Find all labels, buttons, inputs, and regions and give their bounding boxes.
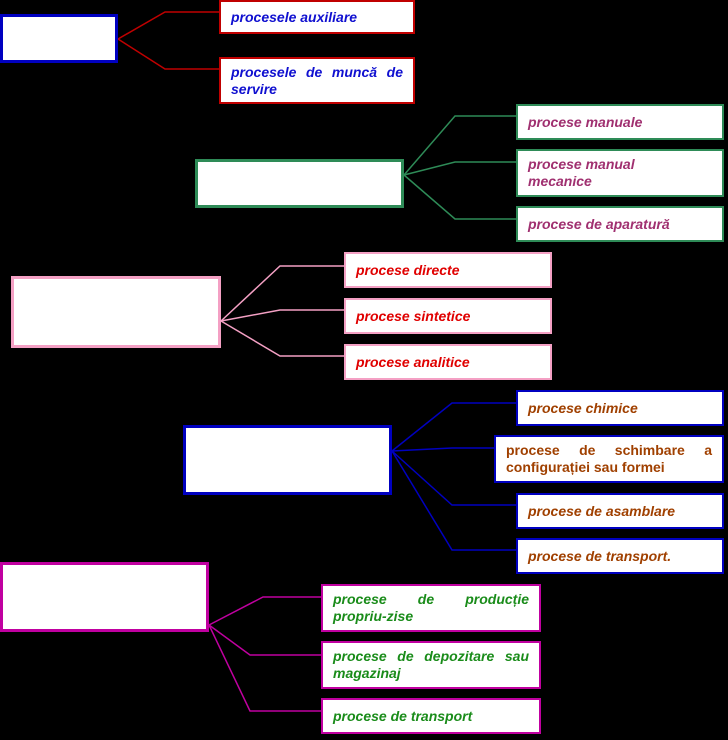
group-3-item-2-label: procese sintetice [356, 307, 471, 324]
group-5-item-3-label: procese de transport [333, 707, 473, 724]
group-2-item-2: procese manual mecanice [516, 149, 724, 197]
connector-group-4-item-4 [391, 450, 516, 551]
group-4-item-1-label: procese chimice [528, 399, 638, 416]
group-3-box [11, 276, 221, 348]
connector-group-1-item-2 [117, 38, 219, 70]
group-1-item-2: procesele de muncă de servire [219, 57, 415, 104]
group-1-item-2-label: procesele de muncă de servire [231, 63, 403, 97]
group-5-box [0, 562, 209, 632]
connector-group-5-item-2 [208, 624, 321, 656]
group-4-item-2-label: procese de schimbare a configurației sau… [506, 442, 712, 475]
connector-group-3-item-3 [220, 320, 344, 357]
group-1-box [0, 14, 118, 63]
group-2-item-1: procese manuale [516, 104, 724, 140]
connector-group-3-item-1 [220, 265, 344, 322]
group-3-item-1-label: procese directe [356, 261, 460, 278]
connector-group-5-item-1 [208, 596, 321, 626]
connector-group-2-item-3 [403, 174, 516, 220]
connector-group-4-item-1 [391, 402, 516, 452]
group-2-item-1-label: procese manuale [528, 113, 643, 130]
group-5-item-2-label: procese de depozitare sau magazinaj [333, 648, 529, 681]
connector-group-3-item-2 [220, 309, 344, 322]
group-4-item-4: procese de transport. [516, 538, 724, 574]
group-4-item-4-label: procese de transport. [528, 547, 672, 564]
group-4-item-1: procese chimice [516, 390, 724, 426]
group-4-item-3-label: procese de asamblare [528, 502, 676, 519]
group-5-item-1-label: procese de producție propriu-zise [333, 591, 529, 624]
group-5-item-3: procese de transport [321, 698, 541, 734]
group-2-box [195, 159, 404, 208]
group-4-item-2: procese de schimbare a configurației sau… [494, 435, 724, 483]
group-2-item-3-label: procese de aparatură [528, 215, 670, 232]
group-3-item-2: procese sintetice [344, 298, 552, 334]
connector-group-4-item-3 [391, 450, 516, 506]
group-2-item-2-label: procese manual mecanice [528, 156, 635, 189]
group-4-item-3: procese de asamblare [516, 493, 724, 529]
connector-group-5-item-3 [208, 624, 321, 712]
group-1-item-1-label: procesele auxiliare [231, 8, 358, 25]
group-5-item-2: procese de depozitare sau magazinaj [321, 641, 541, 689]
group-2-item-3: procese de aparatură [516, 206, 724, 242]
connector-group-2-item-2 [403, 161, 516, 176]
group-1-item-1: procesele auxiliare [219, 0, 415, 34]
connector-group-1-item-1 [117, 11, 219, 40]
group-3-item-3: procese analitice [344, 344, 552, 380]
group-3-item-1: procese directe [344, 252, 552, 288]
group-4-box [183, 425, 392, 495]
group-3-item-3-label: procese analitice [356, 353, 470, 370]
connector-group-2-item-1 [403, 115, 516, 176]
connector-group-4-item-2 [391, 447, 494, 452]
group-5-item-1: procese de producție propriu-zise [321, 584, 541, 632]
